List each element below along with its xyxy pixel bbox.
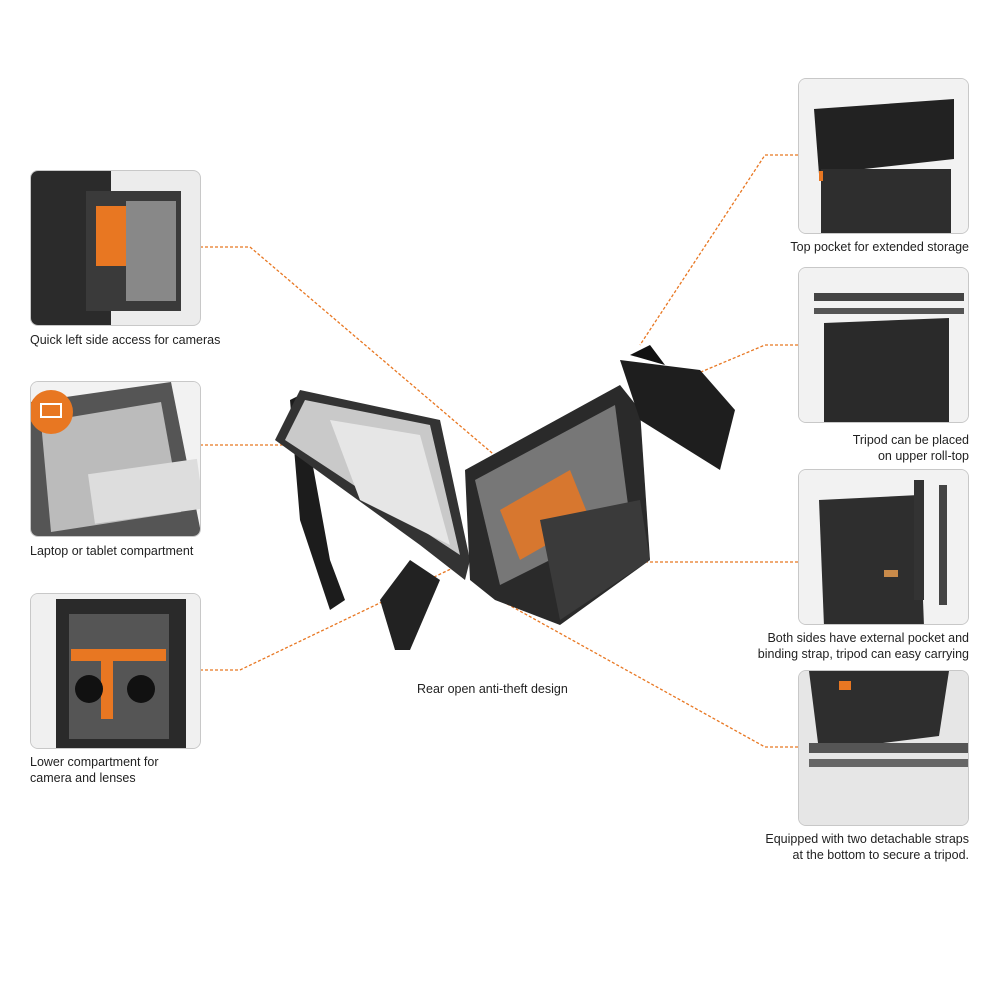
caption-line: Both sides have external pocket and [767, 631, 969, 645]
caption-anti-theft: Rear open anti-theft design [417, 682, 568, 696]
caption-tripod-top: Tripod can be placed on upper roll-top [700, 432, 969, 464]
callout-line-left-access [200, 246, 513, 471]
caption-line: on upper roll-top [877, 449, 969, 463]
caption-laptop: Laptop or tablet compartment [30, 544, 194, 558]
panel-top-pocket [798, 78, 969, 234]
caption-line: camera and lenses [30, 771, 136, 785]
panel-left-side-access [30, 170, 201, 326]
caption-line: Lower compartment for [30, 755, 159, 769]
caption-bottom-straps: Equipped with two detachable straps at th… [680, 831, 969, 863]
panel-laptop [30, 381, 201, 537]
caption-line: Equipped with two detachable straps [765, 832, 969, 846]
callout-line-tripod-top [669, 344, 798, 386]
callout-line-lower [200, 554, 481, 671]
panel-bottom-straps [798, 670, 969, 826]
callout-line-top-pocket [639, 154, 798, 346]
caption-line: binding strap, tripod can easy carrying [757, 647, 969, 661]
caption-line: Tripod can be placed [852, 433, 969, 447]
backpack-illustration [275, 345, 735, 650]
panel-lower-compartment [30, 593, 201, 749]
callout-line-straps [499, 599, 798, 748]
caption-side-pockets: Both sides have external pocket and bindi… [680, 630, 969, 662]
caption-lower-compartment: Lower compartment for camera and lenses [30, 754, 159, 786]
caption-left-side-access: Quick left side access for cameras [30, 333, 221, 347]
panel-side-pockets [798, 469, 969, 625]
panel-tripod-top [798, 267, 969, 423]
caption-line: at the bottom to secure a tripod. [792, 848, 970, 862]
caption-top-pocket: Top pocket for extended storage [790, 240, 969, 254]
